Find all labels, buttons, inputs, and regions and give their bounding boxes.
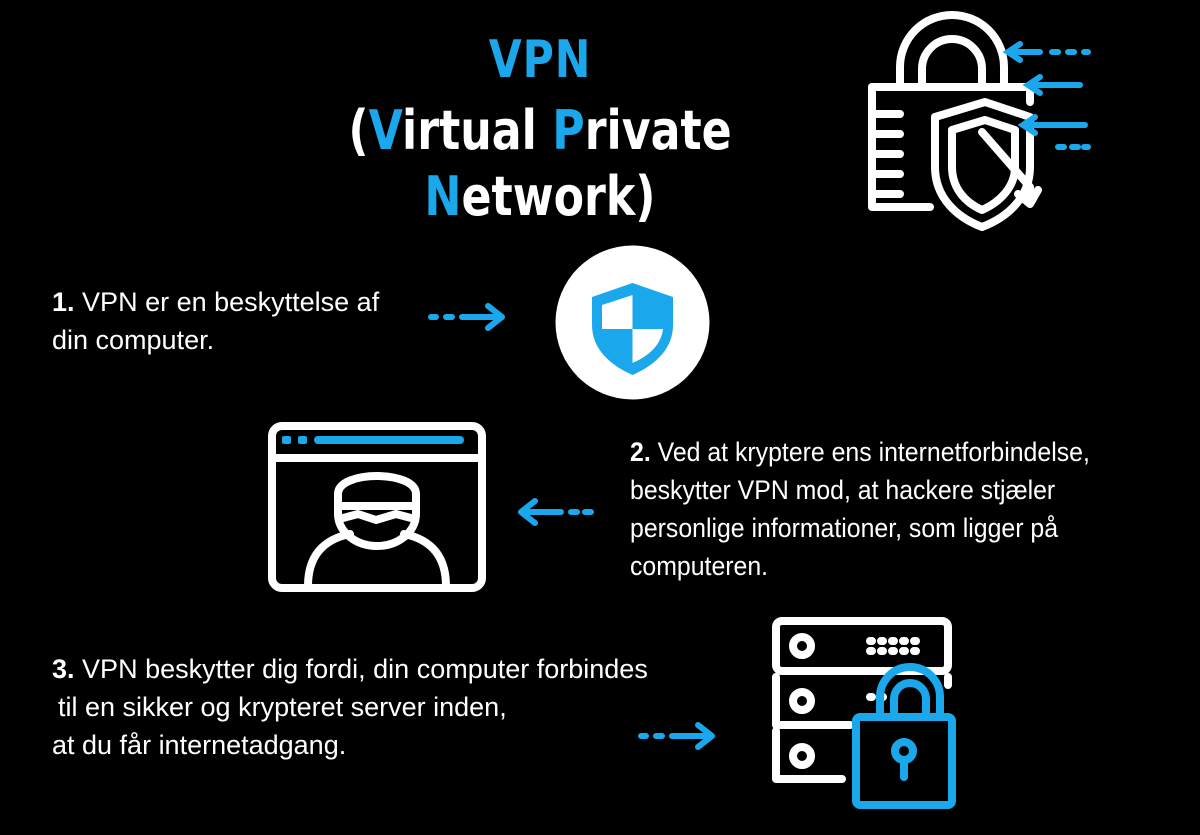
shield-icon <box>555 245 710 400</box>
step-3-line-3: at du får internetadgang. <box>52 730 347 760</box>
title-letter-v: V <box>368 99 403 162</box>
title-word-etwork: etwork) <box>461 165 656 228</box>
title-main: VPN <box>488 30 592 90</box>
title-sub: (Virtual Private Network) <box>302 98 778 230</box>
step-3-text: 3. VPN beskytter dig fordi, din computer… <box>52 650 732 764</box>
step-2-line-1: Ved at kryptere ens internetforbindelse, <box>657 437 1090 467</box>
step-1-line-1: VPN er en beskyttelse af <box>82 287 380 317</box>
step-2-line-2: beskytter VPN mod, at hackere stjæler <box>630 475 1056 505</box>
step-1-number: 1. <box>52 287 75 317</box>
step-2-line-3: personlige informationer, som ligger på <box>630 513 1059 543</box>
step-2-text: 2. Ved at kryptere ens internetforbindel… <box>630 433 1154 585</box>
title-letter-n: N <box>424 165 462 228</box>
title-block: VPN (Virtual Private Network) <box>302 30 778 230</box>
step-1-text: 1. VPN er en beskyttelse af din computer… <box>52 283 432 359</box>
arrow-left-icon <box>518 498 594 526</box>
padlock-shield-icon <box>868 11 1091 231</box>
step-3-line-2: til en sikker og krypteret server inden, <box>58 692 507 722</box>
title-letter-p: P <box>552 99 585 162</box>
step-3-line-1: VPN beskytter dig fordi, din computer fo… <box>82 654 648 684</box>
arrow-right-icon <box>638 722 715 750</box>
step-2-line-4: computeren. <box>630 551 769 581</box>
step-2-number: 2. <box>630 437 651 467</box>
server-lock-icon <box>772 617 956 809</box>
step-1-line-2: din computer. <box>52 325 215 355</box>
arrow-right-icon <box>428 303 505 331</box>
title-sub-open: ( <box>348 99 369 162</box>
title-word-irtual: irtual <box>402 99 553 162</box>
step-3-number: 3. <box>52 654 75 684</box>
hacker-browser-icon <box>268 422 486 592</box>
title-word-rivate: rivate <box>584 99 732 162</box>
